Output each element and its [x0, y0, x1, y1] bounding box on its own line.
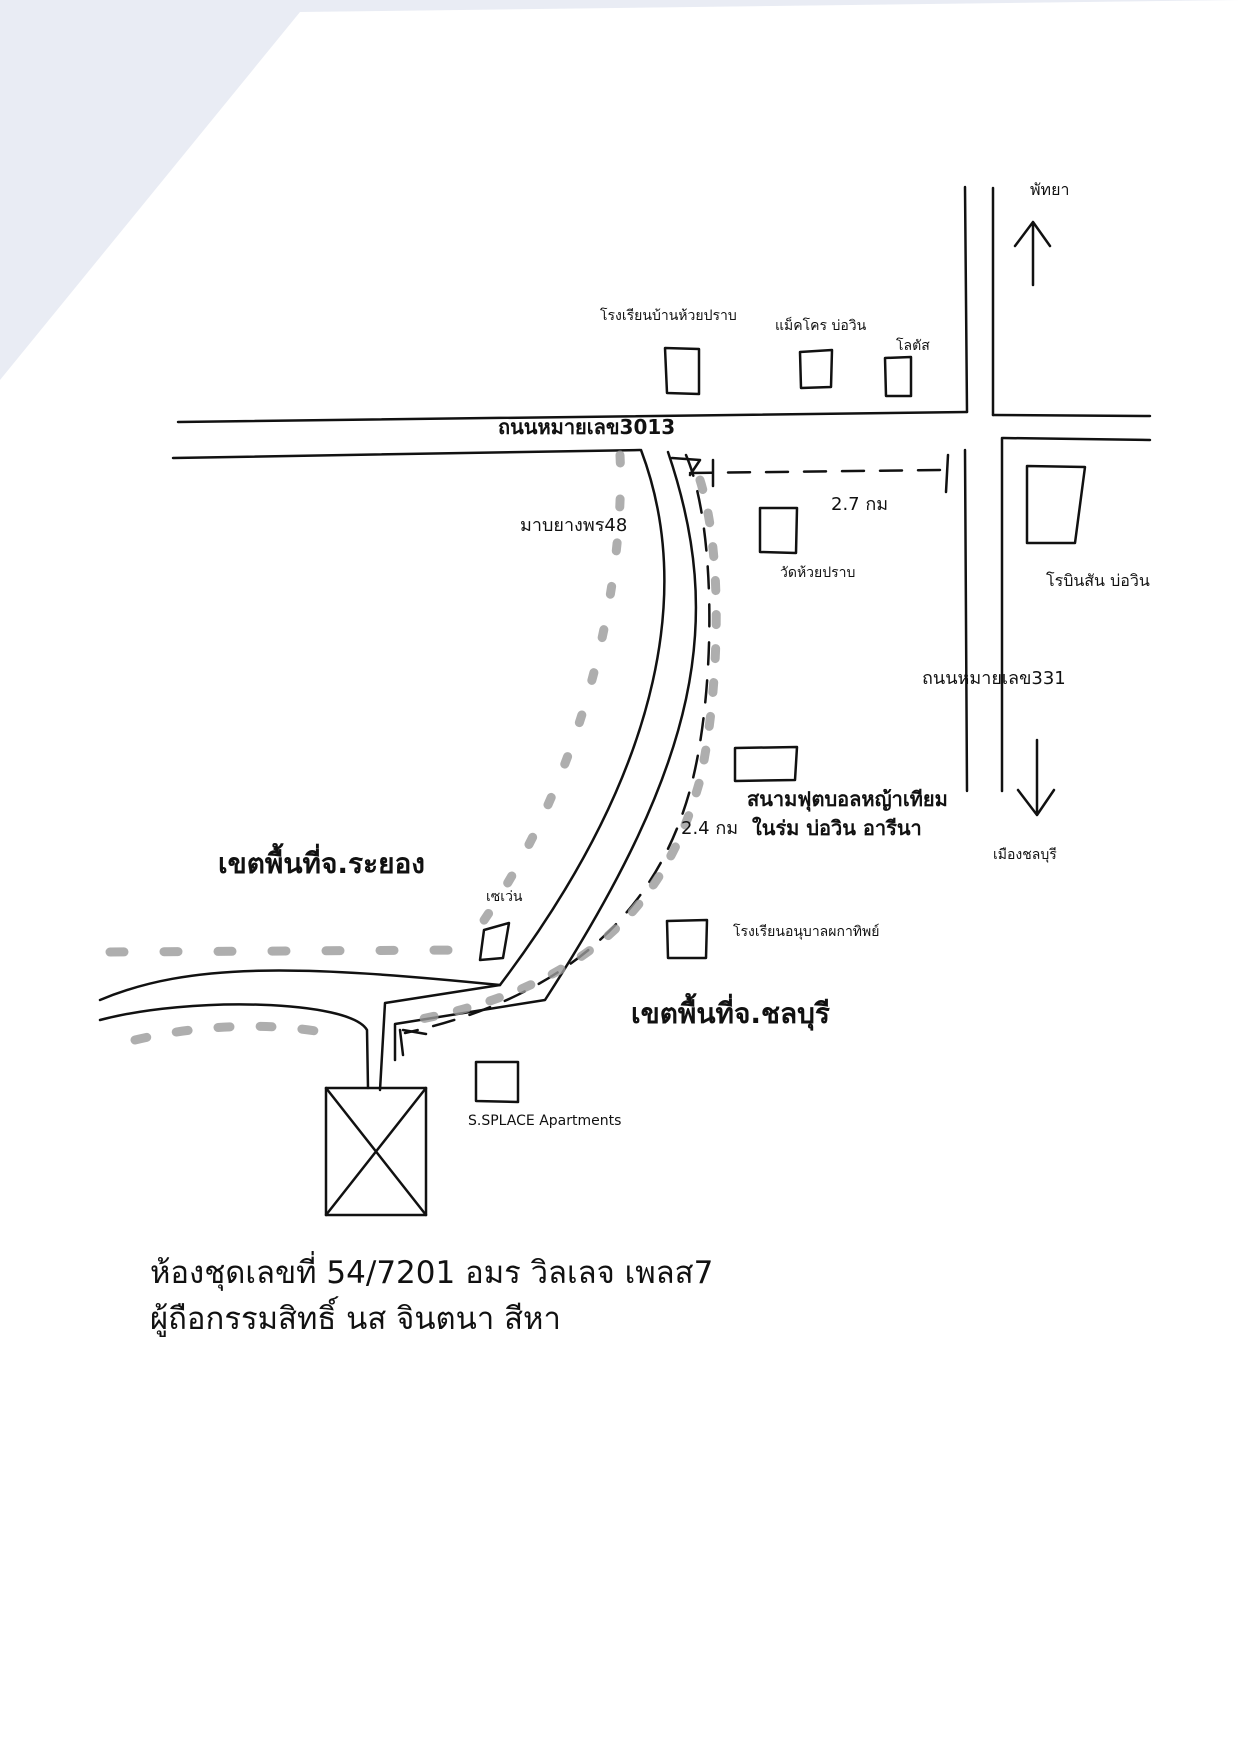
unit-number-caption: ห้องชุดเลขที่ 54/7201 อมร วิลเลจ เพลส7 — [150, 1255, 714, 1291]
school-huai-prap-box — [663, 346, 701, 396]
wat-huai-prap-box — [758, 506, 799, 555]
road-3013-east-segment-bottom — [1001, 436, 1152, 442]
distance-27km-tick-end — [944, 453, 950, 494]
label-kindergarten: โรงเรียนอนุบาลผกาทิพย์ — [733, 924, 880, 940]
distance-27km-tick-start — [670, 456, 715, 488]
route-highlight-rayong-boundary — [105, 945, 465, 957]
label-rayong-zone: เขตพื้นที่จ.ระยอง — [218, 847, 425, 880]
road-3013-north-edge — [176, 410, 969, 424]
road-331-west-edge-south — [963, 448, 969, 793]
kindergarten-box — [665, 918, 709, 960]
label-school-huai-prap: โรงเรียนบ้านห้วยปราบ — [600, 308, 737, 324]
south-arrow-to-mueang-chonburi — [1016, 738, 1056, 817]
label-map-yang-phon-48: มาบยางพร48 — [520, 515, 628, 536]
route-highlight-west-soi — [465, 450, 625, 945]
label-chonburi-zone: เขตพื้นที่จ.ชลบุรี — [631, 997, 830, 1030]
robinson-box — [1025, 464, 1087, 545]
label-distance-27km: 2.7 กม — [831, 494, 889, 515]
label-road-331: ถนนหมายเลข331 — [922, 668, 1066, 689]
label-mueang-chonburi: เมืองชลบุรี — [993, 847, 1057, 863]
label-wat-huai-prap: วัดห้วยปราบ — [780, 565, 856, 581]
label-road-3013: ถนนหมายเลข3013 — [498, 415, 676, 439]
soi-road-east-edge — [393, 450, 698, 1062]
label-seven-eleven: เซเว่น — [486, 889, 523, 905]
distance-24km-tick-end — [398, 1028, 428, 1057]
village-road-bottom-edge — [98, 1003, 370, 1090]
condo-building — [324, 1086, 428, 1217]
owner-caption: ผู้ถือกรรมสิทธิ์ นส จินตนา สีหา — [150, 1301, 561, 1337]
condo-x-mark — [324, 1086, 428, 1217]
label-makro: แม็คโคร บ่อวิน — [775, 318, 867, 334]
soi-road-west-edge — [378, 448, 666, 1092]
road-3013-east-segment-top — [991, 413, 1152, 418]
lotus-box — [883, 355, 913, 398]
label-distance-24km: 2.4 กม — [681, 818, 739, 839]
label-football-field: สนามฟุตบอลหญ้าเทียม — [747, 787, 948, 811]
seven-eleven-box — [478, 921, 511, 962]
label-football-field-location: ในร่ม บ่อวิน อารีนา — [752, 816, 922, 840]
makro-box — [798, 348, 834, 390]
road-3013-south-edge-west — [171, 448, 642, 460]
distance-27km-line — [688, 468, 942, 475]
label-pattaya: พัทยา — [1030, 180, 1070, 199]
label-robinson: โรบินสัน บ่อวิน — [1046, 571, 1150, 590]
football-field-box — [733, 745, 799, 783]
road-331-west-edge-north — [963, 185, 969, 414]
north-arrow-to-pattaya — [1013, 220, 1052, 287]
village-road-top-edge — [98, 969, 502, 1002]
label-lotus: โลตัส — [896, 338, 930, 354]
label-splace-apartments: S.SPLACE Apartments — [468, 1113, 622, 1129]
route-highlight-main — [400, 475, 721, 1027]
splace-box — [474, 1060, 520, 1104]
distance-24km-line — [403, 453, 711, 1035]
